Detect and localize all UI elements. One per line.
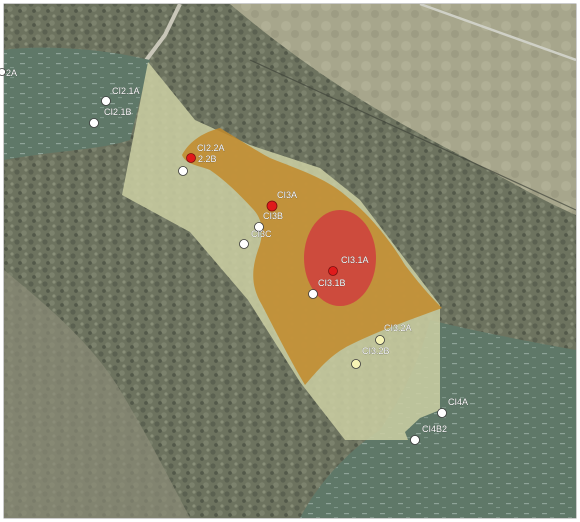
sample-point-label: CI2.2A [197,143,225,153]
sample-points: 2A CI2.1A CI2.1B CI2.2A 2.2B CI3A [0,68,468,445]
sample-point[interactable]: CI2.1B [89,107,132,128]
sample-point[interactable]: CI2.1A [101,86,140,106]
sample-point-marker[interactable] [178,166,188,176]
field-boundary [249,59,576,211]
field-area [230,4,576,215]
sample-point-label: CI2.1A [112,86,140,96]
sample-point-label: CI3A [277,190,297,200]
sample-point-marker[interactable] [239,239,249,249]
sample-point-label: CI2.1B [104,107,132,117]
river-water [300,320,576,518]
sample-point-marker[interactable] [101,96,111,106]
sample-point-label: CI4B2 [422,424,447,434]
sample-point-marker[interactable] [375,335,385,345]
sample-point-marker[interactable] [410,435,420,445]
sample-point[interactable]: CI4A [437,397,469,418]
sample-point[interactable]: CI3.1A [328,255,369,276]
clearing-area [4,270,190,518]
road [419,4,576,62]
sample-point-label: CI3.1B [318,278,346,288]
sample-point[interactable]: CI4B2 [410,424,448,445]
sample-point-marker[interactable] [328,266,338,276]
sample-point-marker[interactable] [0,68,6,76]
sample-point-marker[interactable] [266,200,278,212]
sample-point-label: CI3.2B [362,346,390,356]
sample-point-label: CI4A [448,397,468,407]
river-water [4,47,150,160]
sample-point[interactable]: CI2.2A [186,143,225,163]
sample-point[interactable]: CI3A [266,190,297,212]
sample-point[interactable]: CI3.1B [308,278,346,299]
sample-point[interactable]: CI3.2B [351,346,390,369]
sample-point-label: CI3C [251,229,272,239]
sample-point-marker[interactable] [89,118,99,128]
sample-point-marker[interactable] [351,359,361,369]
sample-point-label: CI3B [263,211,283,221]
sample-point[interactable]: CI3.2A [375,323,412,345]
sample-point-label: 2A [6,68,17,78]
sample-point-label: CI3.2A [384,323,412,333]
sample-point-marker[interactable] [308,289,318,299]
sample-point[interactable]: CI3C [239,229,273,249]
sample-point-label: 2.2B [198,154,217,164]
sample-point[interactable]: 2A [0,68,17,78]
sample-point[interactable]: CI3B [254,211,284,232]
sample-point-label: CI3.1A [341,255,369,265]
sample-point-marker[interactable] [254,222,264,232]
sample-point-marker[interactable] [186,153,196,163]
zone-high [304,210,376,306]
sample-point-marker[interactable] [437,408,447,418]
sample-point[interactable]: 2.2B [178,154,217,176]
